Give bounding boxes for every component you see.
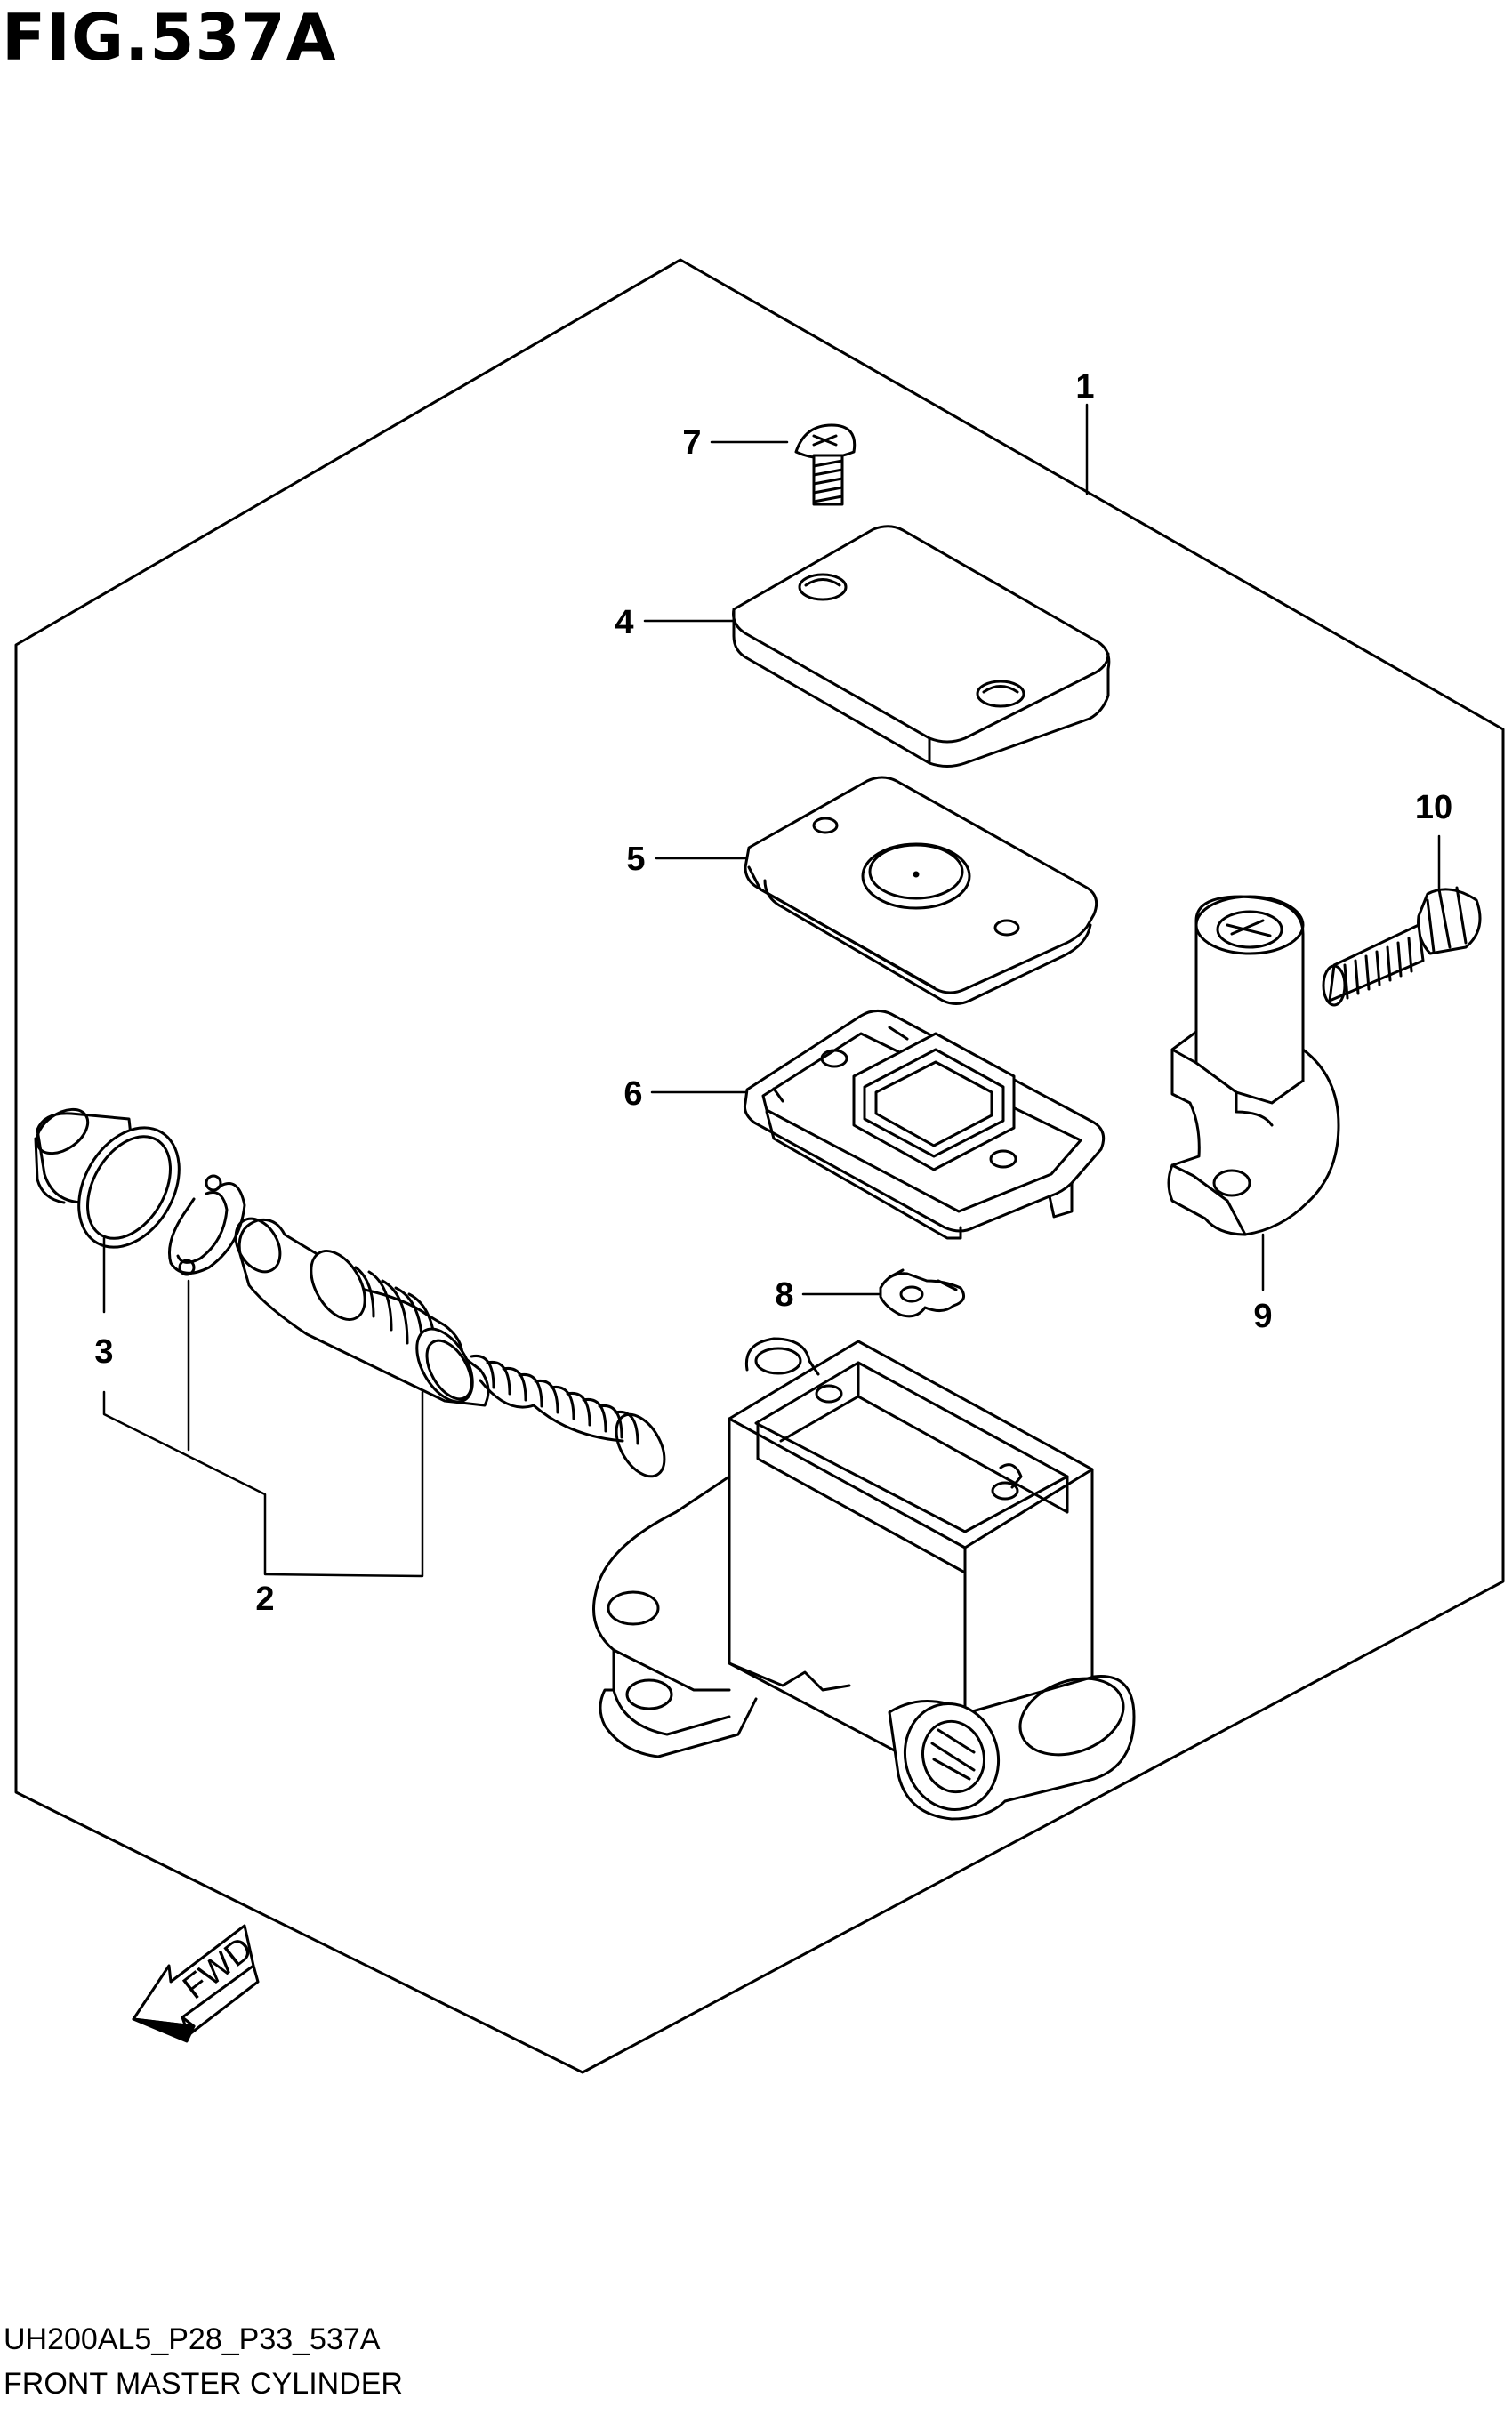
callout-2: 2 xyxy=(255,1581,274,1618)
part-8-clip xyxy=(879,1268,966,1318)
callout-6: 6 xyxy=(623,1075,642,1113)
part-6-diaphragm xyxy=(744,1010,1106,1240)
callout-3: 3 xyxy=(94,1333,113,1371)
part-circlip xyxy=(167,1174,246,1276)
part-7-screw xyxy=(794,423,857,506)
part-3-cup xyxy=(34,1107,181,1249)
model-code: UH200AL5_P28_P33_537A xyxy=(4,2322,381,2356)
part-9-clamp xyxy=(1167,895,1340,1236)
part-name: FRONT MASTER CYLINDER xyxy=(4,2367,403,2401)
leader-2-bracket xyxy=(102,1390,424,1578)
callout-7: 7 xyxy=(682,424,701,462)
figure-title: FIG.537A xyxy=(2,0,337,75)
fwd-arrow: FWD xyxy=(132,1924,260,2043)
callout-5: 5 xyxy=(626,841,645,878)
part-2-piston-assembly xyxy=(234,1217,666,1478)
callout-4: 4 xyxy=(615,604,633,641)
part-10-bolt xyxy=(1322,886,1482,1007)
callout-9: 9 xyxy=(1253,1298,1272,1335)
callout-1: 1 xyxy=(1075,368,1094,406)
assembly-boundary xyxy=(14,258,1505,2074)
callout-10: 10 xyxy=(1415,789,1452,826)
part-4-reservoir-cap xyxy=(732,525,1111,768)
part-5-diaphragm-plate xyxy=(744,776,1098,1005)
leader-lines xyxy=(102,403,1441,1578)
master-cylinder-body xyxy=(592,1337,1136,1821)
callout-8: 8 xyxy=(775,1276,793,1314)
